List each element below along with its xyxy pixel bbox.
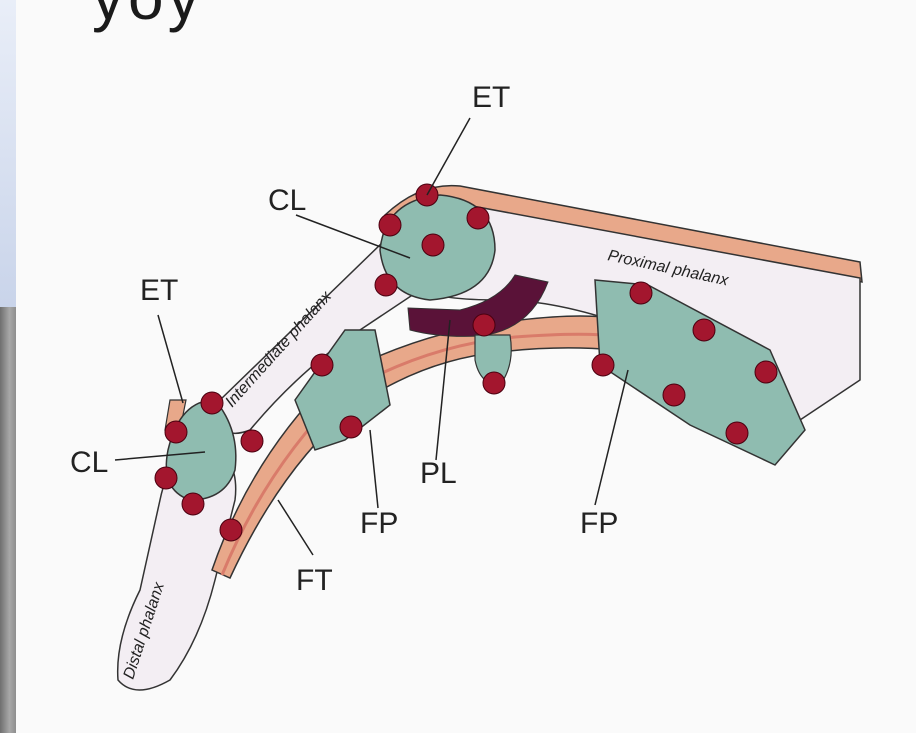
label-fp-right: FP bbox=[580, 507, 618, 540]
label-cl-left: CL bbox=[70, 446, 108, 479]
marker-dot bbox=[630, 282, 652, 304]
finger-anatomy-figure: yoy bbox=[16, 0, 916, 733]
marker-dot bbox=[483, 372, 505, 394]
marker-dot bbox=[165, 421, 187, 443]
marker-dot bbox=[201, 392, 223, 414]
marker-dot bbox=[311, 354, 333, 376]
marker-dot bbox=[473, 314, 495, 336]
marker-dot bbox=[379, 214, 401, 236]
marker-dot bbox=[663, 384, 685, 406]
marker-dot bbox=[467, 207, 489, 229]
label-et-top: ET bbox=[472, 81, 510, 114]
marker-dot bbox=[726, 422, 748, 444]
label-cl-top: CL bbox=[268, 184, 306, 217]
marker-dot bbox=[340, 416, 362, 438]
label-ft: FT bbox=[296, 564, 333, 597]
marker-dot bbox=[693, 319, 715, 341]
marker-dot bbox=[592, 354, 614, 376]
label-et-left: ET bbox=[140, 274, 178, 307]
marker-dot bbox=[155, 467, 177, 489]
finger-diagram: ET CL ET CL PL FP FP FT Proximal phalanx… bbox=[16, 0, 916, 733]
label-fp-mid: FP bbox=[360, 507, 398, 540]
marker-dot bbox=[375, 274, 397, 296]
marker-dot bbox=[220, 519, 242, 541]
marker-dot bbox=[182, 493, 204, 515]
marker-dot bbox=[241, 430, 263, 452]
background-panel-bottom bbox=[0, 307, 16, 733]
marker-dot bbox=[422, 234, 444, 256]
label-pl: PL bbox=[420, 457, 457, 490]
marker-dot bbox=[755, 361, 777, 383]
background-panel-top bbox=[0, 0, 16, 307]
